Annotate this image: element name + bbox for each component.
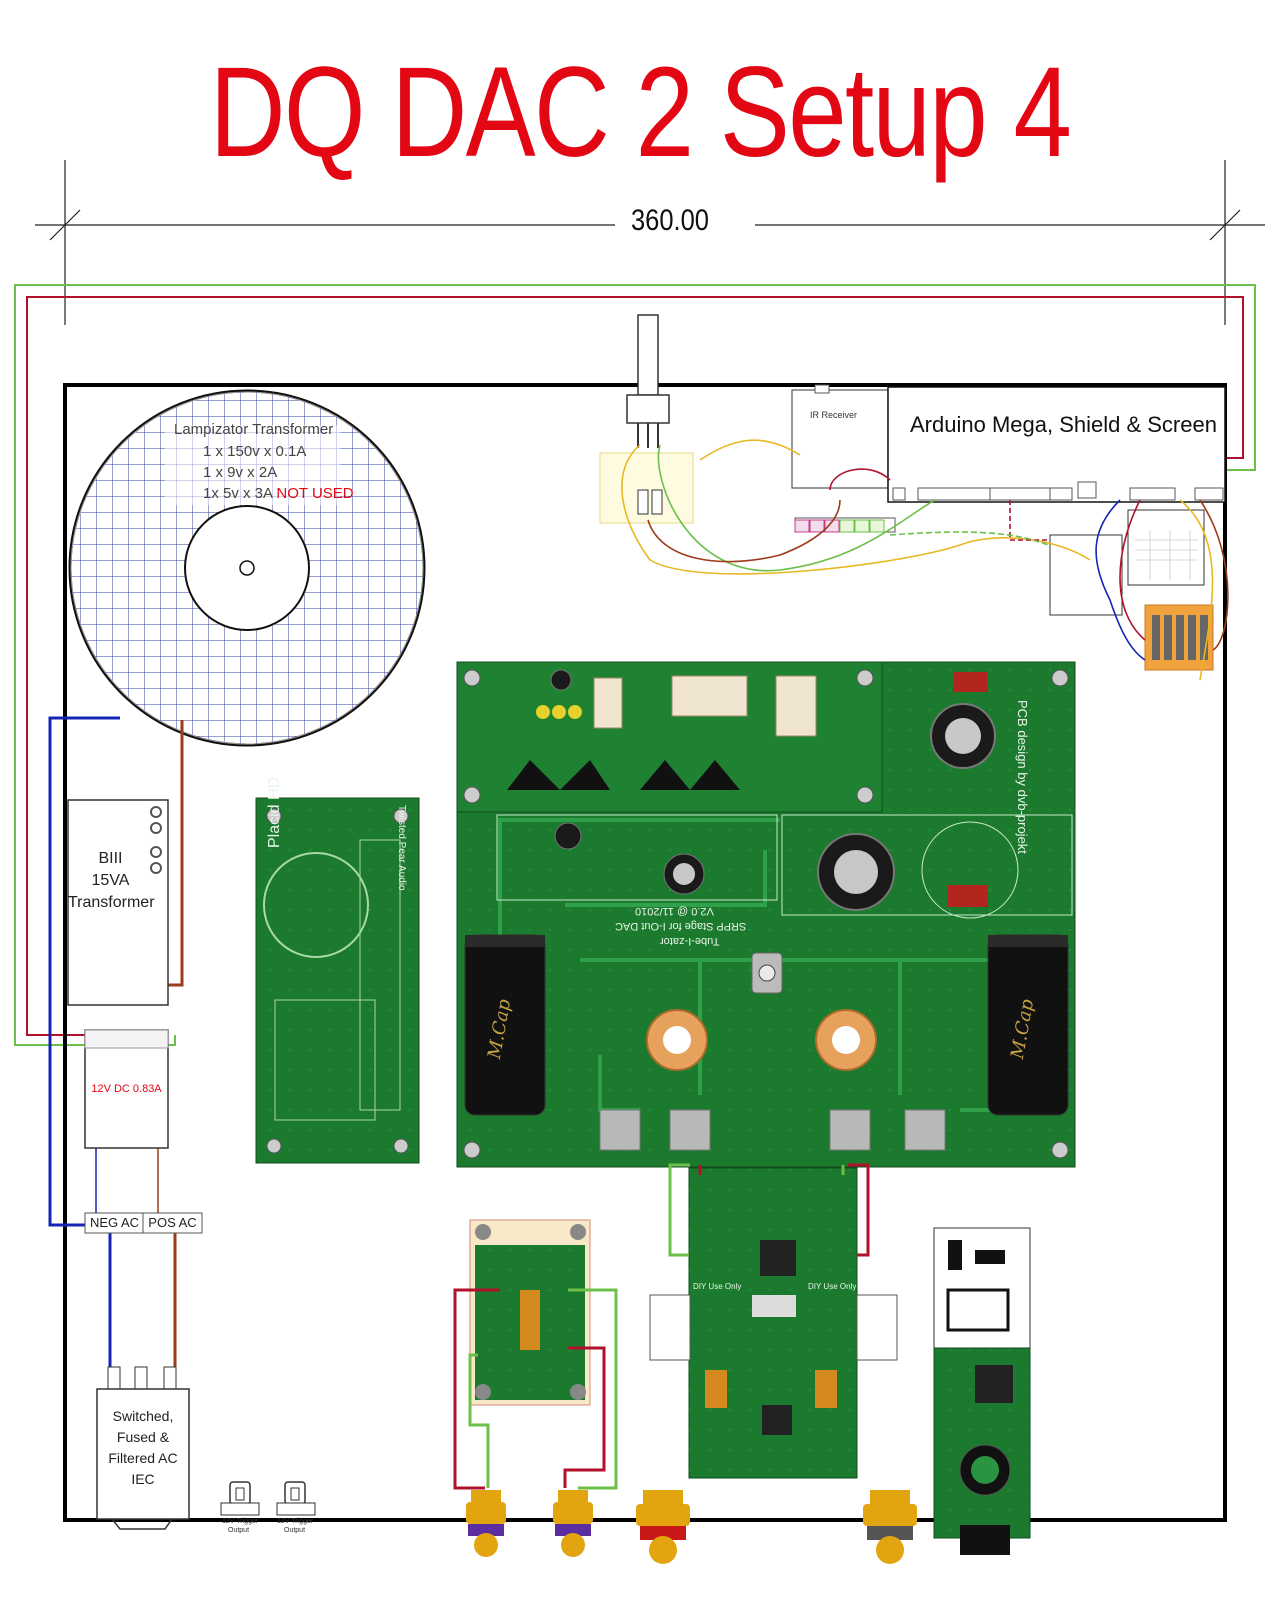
pos-ac-label: POS AC <box>148 1215 197 1230</box>
iec-inlet <box>96 1366 190 1530</box>
screen-power-relay <box>1127 509 1205 586</box>
trigger-1-label-a: 12V Trigger <box>222 1518 259 1525</box>
transformer-spec-2: 1 x 9v x 2A <box>203 464 278 481</box>
dimension-label: 360.00 <box>630 204 709 237</box>
green-outer-wire <box>14 284 1256 1046</box>
placid-hd-board <box>255 797 420 1164</box>
interface-board <box>469 1219 591 1406</box>
trigger-1-label-b: Output <box>228 1527 250 1534</box>
tube-socket-icon <box>815 1009 877 1071</box>
rca-jack-icon <box>466 1490 506 1557</box>
transformer-spec-3: 1x 5v x 3A NOT USED <box>203 485 354 502</box>
dac-board <box>649 1167 898 1479</box>
ir-receiver <box>791 389 889 489</box>
rca-jack-icon <box>553 1490 593 1557</box>
potentiometer-icon <box>599 314 694 524</box>
biii-line-1: BIII <box>98 850 123 867</box>
srpp-line-1: Tube-I-zator <box>660 935 720 947</box>
main-pcb-label: PCB design by dvb-projekt <box>1015 700 1030 854</box>
arduino-label: Arduino Mega, Shield & Screen <box>910 412 1217 437</box>
transformer-name: Lampizator Transformer <box>174 421 334 438</box>
iec-line-3: Filtered AC <box>108 1450 178 1466</box>
dac-diy-label-2: DIY Use Only <box>808 1282 857 1291</box>
ir-receiver-label: IR Receiver <box>810 410 858 420</box>
dc-power-supply <box>84 1029 169 1149</box>
spdif-receiver-board <box>933 1227 1031 1555</box>
dac-diy-label-1: DIY Use Only <box>693 1282 742 1291</box>
control-wires <box>621 439 1229 681</box>
toggle-switch-icon <box>751 952 783 994</box>
trigger-output-1 <box>220 1481 260 1516</box>
lampizator-transformer <box>68 389 426 747</box>
neg-ac-label: NEG AC <box>89 1215 140 1230</box>
trigger-2-label-b: Output <box>284 1527 306 1534</box>
biii-line-3: Transformer <box>68 894 155 911</box>
srpp-line-2: SRPP Stage for I-Out DAC <box>615 920 747 932</box>
psu-label: 12V DC 0.83A <box>91 1083 162 1095</box>
iec-line-4: IEC <box>131 1471 155 1487</box>
biii-line-2: 15VA <box>91 872 130 889</box>
iec-line-2: Fused & <box>116 1429 170 1445</box>
transformer-spec-3-value: 1x 5v x 3A <box>203 485 273 502</box>
arduino-mega <box>794 386 1226 533</box>
biii-transformer <box>67 799 169 1006</box>
trigger-output-2 <box>276 1481 316 1516</box>
tube-socket-icon <box>646 1009 708 1071</box>
srpp-main-board: M.Cap M.Cap <box>456 661 1076 1168</box>
capacitor-icon: M.Cap <box>987 934 1069 1116</box>
page-title: DQ DAC 2 Setup 4 <box>209 41 1072 184</box>
dac-signal-wires <box>668 1163 870 1257</box>
dimension-line <box>35 160 1265 325</box>
rca-signal-wires <box>453 1288 618 1490</box>
mains-wiring <box>48 716 184 1385</box>
placid-brand: Twisted Pear Audio <box>396 805 407 891</box>
rca-jack-icon <box>636 1490 690 1564</box>
rca-jack-icon <box>863 1490 917 1564</box>
capacitor-icon: M.Cap <box>464 934 546 1116</box>
iec-line-1: Switched, <box>112 1408 174 1424</box>
trigger-2-label-a: 12V Trigger <box>277 1518 314 1525</box>
placid-label: Placid HD <box>266 776 283 848</box>
not-used-note: NOT USED <box>276 485 354 502</box>
transformer-spec-1: 1 x 150v x 0.1A <box>203 443 307 460</box>
srpp-line-3: V2.0 @ 11/2010 <box>635 905 714 917</box>
